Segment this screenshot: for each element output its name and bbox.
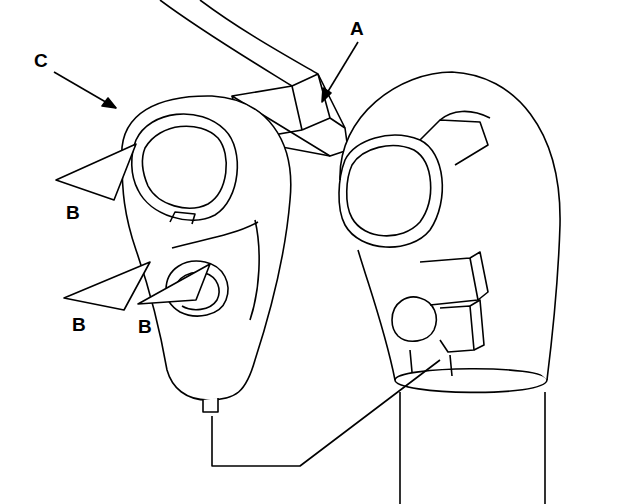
callout-letter: B [70,314,88,335]
callout-letter: C [32,50,50,71]
leader-line [212,360,440,466]
callout-letter: A [348,18,366,39]
knob-cover [122,96,291,412]
pointer-triangle [56,144,136,200]
pointer-triangle [138,264,210,304]
callout-letter: B [64,202,82,223]
leader-line [324,42,358,98]
callout-letter: B [136,316,154,337]
leader-line [54,72,116,108]
pointer-triangle [64,262,150,310]
shift-knob [339,72,560,504]
